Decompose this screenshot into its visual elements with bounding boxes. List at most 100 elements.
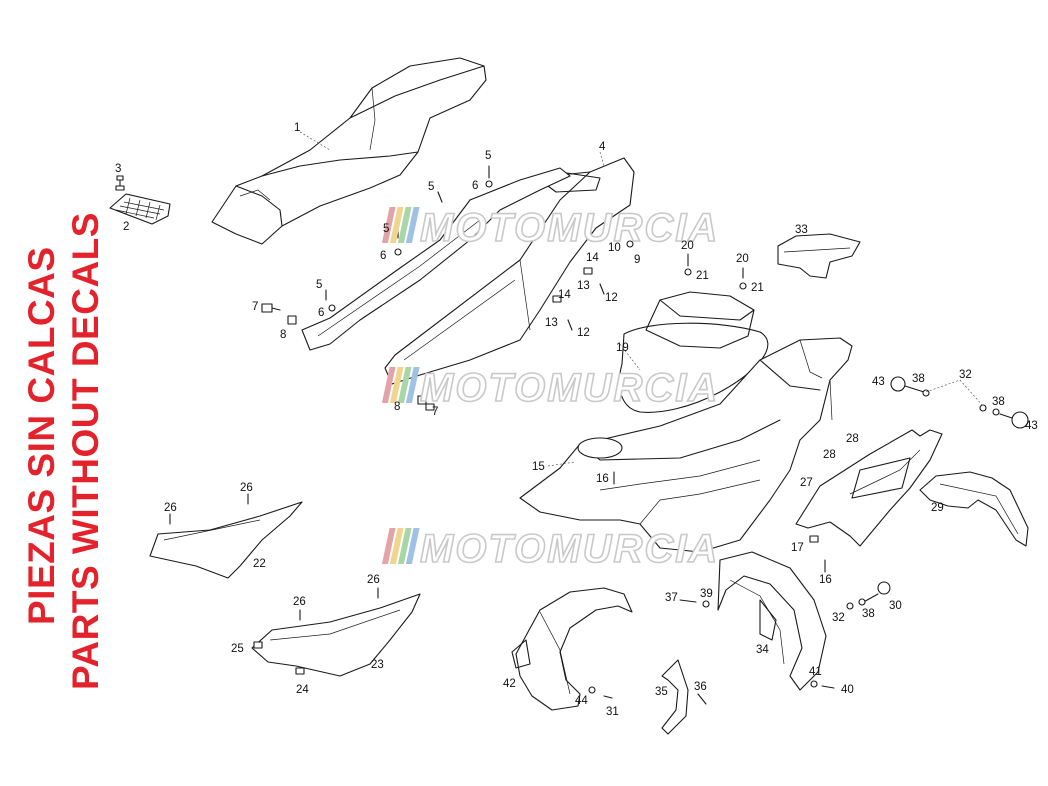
- storage-tray-part: [519, 337, 853, 553]
- part-number-label: 36: [694, 681, 707, 693]
- watermark-stripe: [389, 367, 404, 403]
- part-number-label: 7: [252, 301, 258, 313]
- part-number-label: 22: [253, 558, 266, 570]
- nut-icon: [810, 680, 818, 688]
- clip-icon: [583, 267, 593, 275]
- clip-icon: [417, 395, 427, 405]
- watermark-stripe: [389, 207, 404, 243]
- watermark-stripe: [405, 367, 420, 403]
- screw-icon: [821, 685, 835, 689]
- part-number-label: 26: [164, 502, 177, 514]
- watermark-stripe: [397, 528, 412, 564]
- screw-icon: [603, 695, 613, 699]
- knob-right: [979, 404, 1029, 429]
- part-number-label: 14: [558, 289, 571, 301]
- inner-fender-part: [511, 587, 633, 711]
- watermark-stripe: [381, 367, 396, 403]
- part-number-label: 42: [503, 678, 516, 690]
- clip-icon: [253, 641, 263, 649]
- screw-icon: [599, 283, 605, 295]
- watermark: MOTOMURCIA: [381, 365, 719, 411]
- nut-icon: [588, 686, 596, 694]
- part-number-label: 10: [608, 242, 621, 254]
- knob-left: [890, 376, 930, 397]
- watermark-stripe: [381, 528, 396, 564]
- part-number-label: 31: [606, 706, 619, 718]
- bin-cover-part: [645, 291, 755, 349]
- bolt-icon: [261, 303, 281, 313]
- part-number-label: 28: [823, 449, 836, 461]
- screw-icon: [684, 253, 692, 276]
- watermark-text: MOTOMURCIA: [420, 527, 719, 571]
- part-number-label: 20: [736, 253, 749, 265]
- watermark-stripe: [381, 207, 396, 243]
- bracket-part-35: [661, 659, 689, 735]
- clip-icon: [809, 535, 819, 543]
- side-panel-left: [301, 167, 571, 351]
- part-number-label: 6: [318, 307, 324, 319]
- part-number-label: 39: [700, 588, 713, 600]
- nut-icon: [846, 602, 854, 610]
- bracket-part-33: [777, 233, 861, 279]
- part-number-label: 20: [681, 240, 694, 252]
- clip-icon: [287, 315, 297, 325]
- part-number-label: 28: [846, 433, 859, 445]
- grille-part: [109, 193, 171, 225]
- part-number-label: 6: [472, 180, 478, 192]
- cap-part-30: [859, 581, 891, 605]
- part-number-label: 35: [655, 686, 668, 698]
- watermark-text: MOTOMURCIA: [420, 366, 719, 410]
- part-number-label: 7: [432, 406, 438, 418]
- fasteners: [169, 165, 866, 705]
- part-number-label: 6: [380, 250, 386, 262]
- front-fender-part: [717, 551, 827, 691]
- watermark: MOTOMURCIA: [381, 205, 719, 251]
- screw-3: [115, 175, 125, 191]
- part-number-label: 34: [756, 644, 769, 656]
- part-number-label: 38: [862, 608, 875, 620]
- part-number-label: 43: [1025, 420, 1038, 432]
- side-cover-part-22: [149, 501, 303, 579]
- nut-icon: [858, 598, 866, 606]
- side-cover-part-23: [251, 593, 421, 677]
- part-number-label: 27: [800, 477, 813, 489]
- part-number-label: 13: [545, 317, 558, 329]
- screw-icon: [394, 227, 402, 256]
- part-number-label: 9: [634, 254, 640, 266]
- part-number-label: 13: [577, 280, 590, 292]
- watermark-stripe: [405, 528, 420, 564]
- nut-icon: [702, 600, 710, 608]
- part-number-label: 40: [841, 684, 854, 696]
- part-number-label: 43: [872, 376, 885, 388]
- part-number-label: 17: [791, 542, 804, 554]
- gasket-part: [618, 322, 769, 413]
- part-number-label: 23: [371, 659, 384, 671]
- watermark: MOTOMURCIA: [381, 526, 719, 572]
- bolt-icon: [425, 403, 435, 411]
- part-number-label: 2: [123, 221, 129, 233]
- part-number-label: 24: [296, 684, 309, 696]
- part-number-label: 1: [294, 122, 300, 134]
- part-number-label: 12: [577, 327, 590, 339]
- screw-icon: [437, 191, 443, 203]
- part-number-label: 30: [889, 600, 902, 612]
- screw-icon: [485, 165, 493, 188]
- part-number-label: 8: [280, 329, 286, 341]
- part-number-label: 14: [586, 252, 599, 264]
- part-number-label: 4: [599, 141, 606, 153]
- part-number-label: 25: [231, 643, 244, 655]
- part-number-label: 3: [115, 163, 121, 175]
- screw-icon: [325, 289, 336, 312]
- watermark-stripe: [397, 367, 412, 403]
- plate-bracket-part: [919, 471, 1029, 547]
- watermark-stripe: [405, 207, 420, 243]
- part-number-labels: 1 3 2 5 4 6 5 5 6 10 9 20 20 33 14 21 21…: [115, 122, 1038, 718]
- watermark-text: MOTOMURCIA: [420, 206, 719, 250]
- leader-lines: [299, 131, 984, 467]
- part-number-label: 26: [293, 596, 306, 608]
- part-number-label: 5: [383, 223, 389, 235]
- seat-part: [211, 57, 487, 245]
- part-number-label: 19: [616, 342, 629, 354]
- part-number-label: 21: [696, 270, 709, 282]
